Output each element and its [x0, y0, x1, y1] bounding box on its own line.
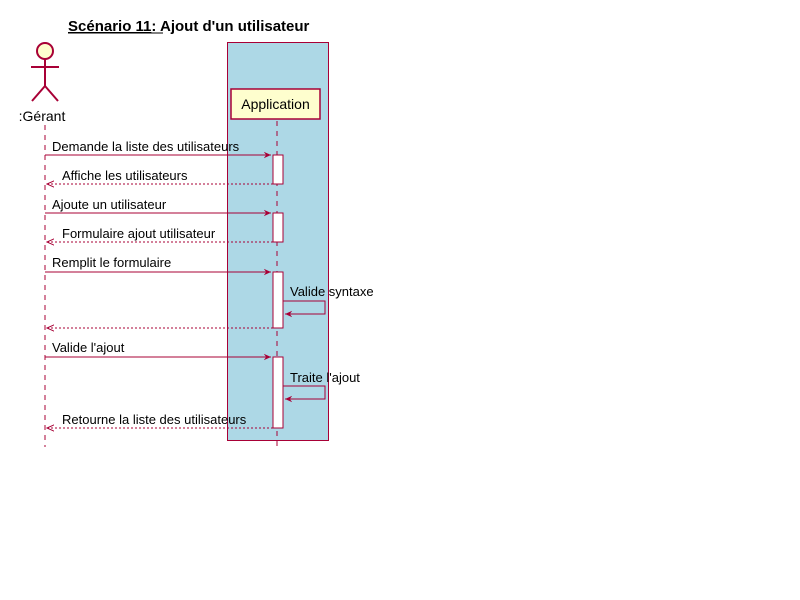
actor-left-leg	[31, 85, 46, 102]
message-arrow-9	[283, 385, 326, 403]
message-label-6: Valide syntaxe	[290, 284, 374, 299]
activation-bar-4	[272, 356, 284, 429]
message-label-9: Traite l'ajout	[290, 370, 360, 385]
activation-bar-3	[272, 271, 284, 329]
diagram-title: Scénario 11: Ajout d'un utilisateur	[68, 18, 310, 35]
actor-figure	[31, 42, 59, 102]
message-label-1: Demande la liste des utilisateurs	[52, 139, 240, 154]
title-prefix: Scénario 11	[68, 18, 151, 35]
message-label-8: Valide l'ajout	[52, 340, 125, 355]
actor-head	[36, 42, 54, 60]
title-suffix: : Ajout d'un utilisateur	[151, 18, 309, 35]
message-label-5: Remplit le formulaire	[52, 255, 171, 270]
activation-bar-1	[272, 154, 284, 185]
message-label-10: Retourne la liste des utilisateurs	[62, 412, 247, 427]
message-label-3: Ajoute un utilisateur	[52, 197, 167, 212]
message-arrow-6	[283, 300, 326, 318]
message-label-4: Formulaire ajout utilisateur	[62, 226, 216, 241]
activation-bar-2	[272, 212, 284, 243]
actor-right-leg	[44, 85, 59, 102]
message-label-2: Affiche les utilisateurs	[62, 168, 188, 183]
participant-box	[230, 88, 321, 120]
participant-name: Application	[241, 96, 310, 112]
actor-name: :Gérant	[19, 108, 66, 124]
